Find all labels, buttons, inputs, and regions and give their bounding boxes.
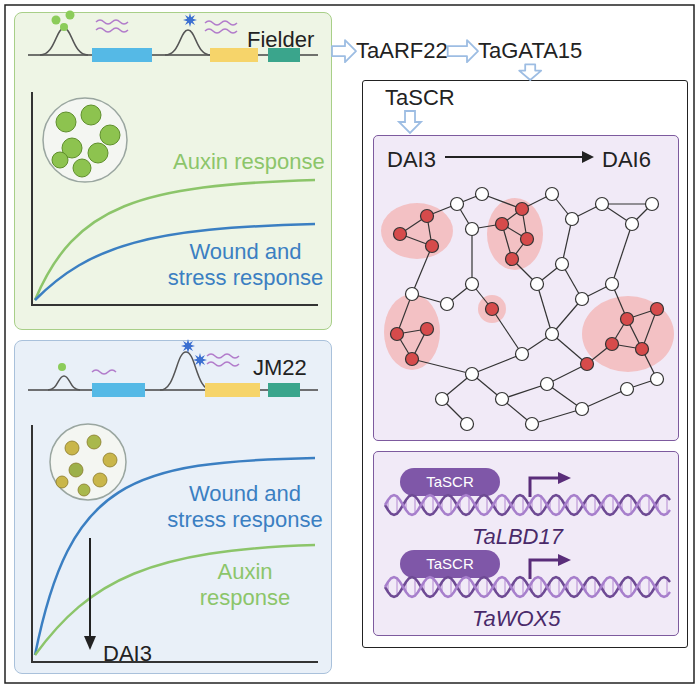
tf-name: TaSCR	[426, 473, 474, 491]
curve-label: Wound and stress response	[160, 481, 330, 534]
gene-name: TaARF22	[356, 38, 448, 64]
target-box: TaLBD17TaWOX5 TaSCR TaSCR	[373, 451, 679, 636]
target-gene: TaLBD17	[472, 524, 563, 550]
gene-label: TaARF22	[356, 38, 448, 64]
gene-name: TaSCR	[385, 85, 455, 111]
tf-pill: TaSCR	[400, 468, 500, 496]
genotype-label: JM22	[253, 355, 307, 381]
curve-label: Auxin response	[185, 559, 305, 612]
tf-name: TaSCR	[426, 555, 474, 573]
network-box: DAI3 DAI6	[373, 135, 679, 441]
block-arrow	[332, 40, 356, 62]
gene-name: TaGATA15	[478, 38, 582, 64]
stage-label: DAI3	[387, 147, 436, 173]
genotype-panel: FielderAuxin responseWound and stress re…	[14, 12, 332, 330]
stage-label: DAI3	[103, 641, 152, 667]
stage-label: DAI6	[602, 147, 651, 173]
tf-pill: TaSCR	[400, 550, 500, 578]
curve-label: Auxin response	[173, 149, 325, 175]
figure-frame	[5, 5, 694, 683]
regulation-panel: TaSCR DAI3 DAI6TaLBD17TaWOX5 TaSCR TaSCR	[362, 80, 688, 648]
gene-label: TaGATA15	[478, 38, 582, 64]
genotype-label: Fielder	[247, 27, 314, 53]
target-gene: TaWOX5	[472, 606, 560, 632]
genotype-panel: JM22Wound and stress responseAuxin respo…	[14, 340, 332, 674]
curve-label: Wound and stress response	[163, 239, 328, 292]
block-arrow	[448, 40, 478, 62]
block-arrow	[519, 64, 541, 80]
